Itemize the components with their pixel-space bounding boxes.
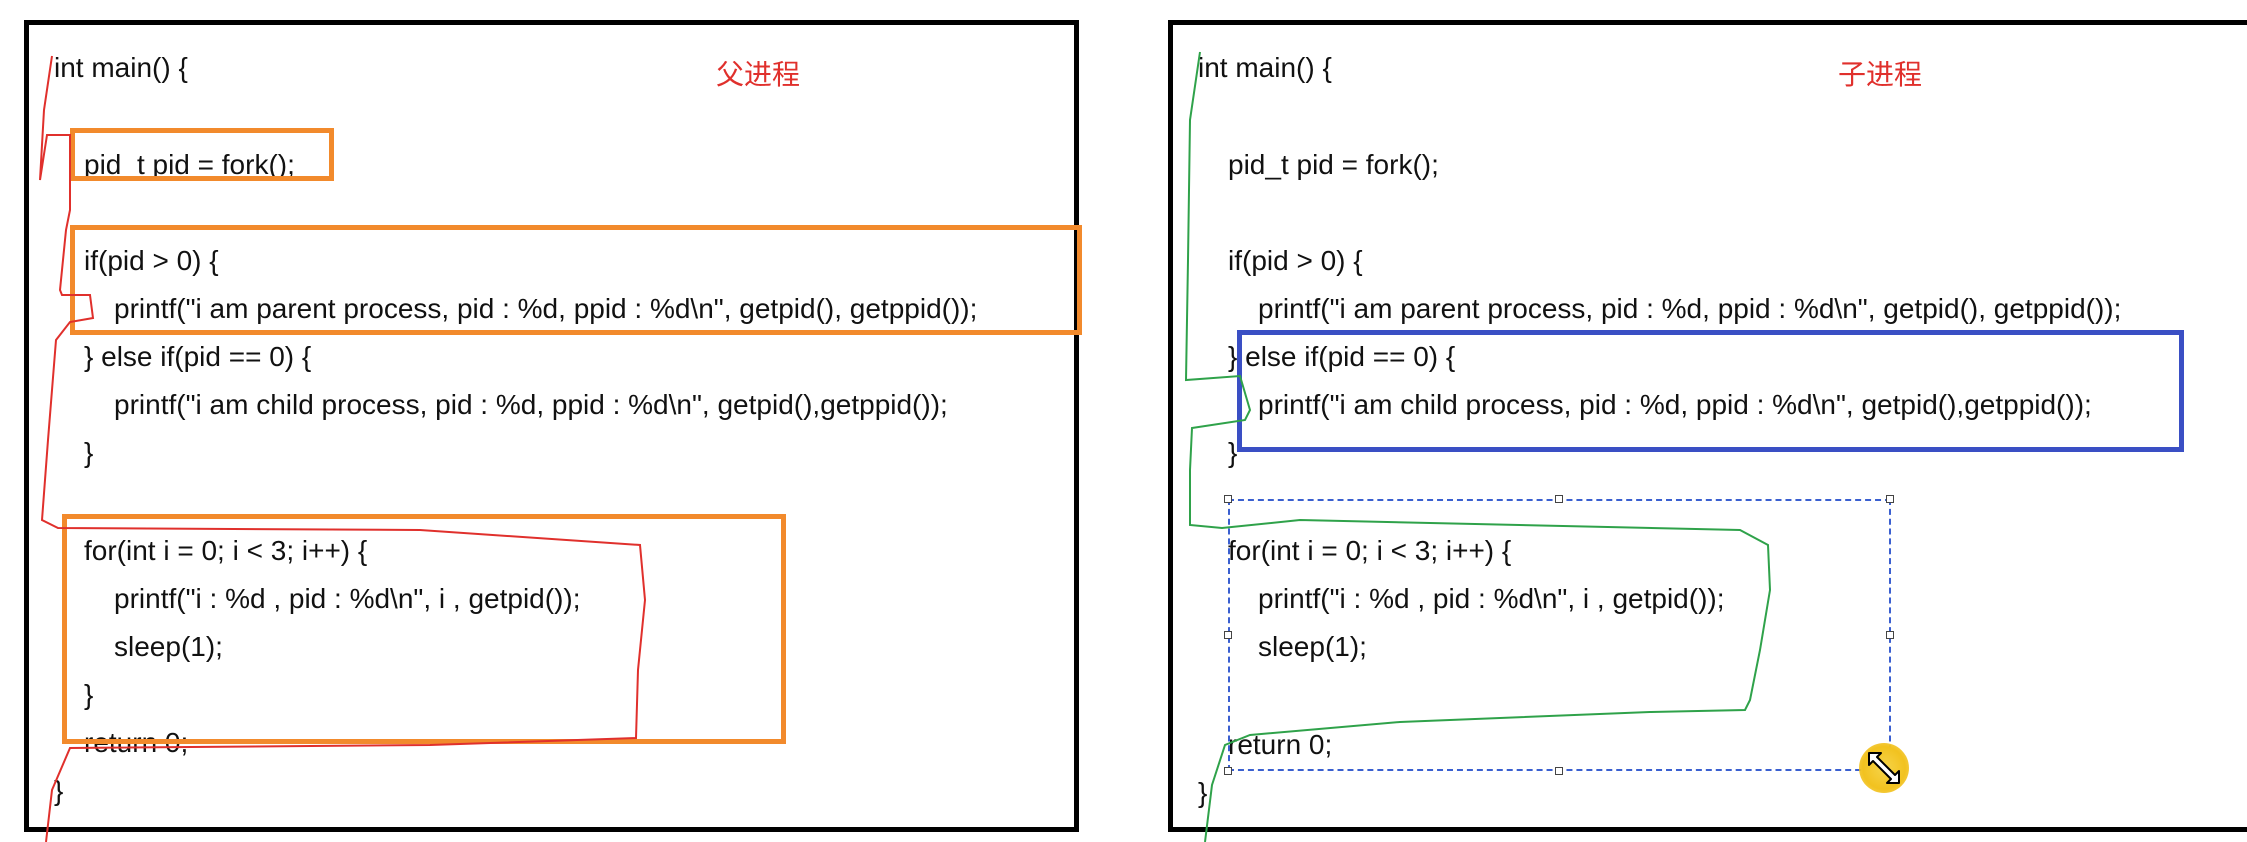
code-line: printf("i am child process, pid : %d, pp… (114, 389, 948, 420)
fork-highlight-box (70, 128, 334, 181)
code-line: int main() { (1198, 52, 1332, 83)
code-line: int main() { (54, 52, 188, 83)
parent-branch-highlight-box (70, 225, 1082, 335)
code-line: } (1228, 437, 1238, 468)
child-branch-highlight-box (1237, 330, 2184, 452)
right-panel-title: 子进程 (1838, 59, 1923, 90)
code-line: } (84, 437, 94, 468)
resize-handle[interactable] (1886, 495, 1894, 503)
left-panel-title: 父进程 (716, 59, 801, 90)
resize-handle[interactable] (1555, 767, 1563, 775)
code-line: } (54, 775, 64, 806)
code-line: if(pid > 0) { (1228, 245, 1363, 276)
resize-handle[interactable] (1886, 631, 1894, 639)
code-line: } (1198, 777, 1208, 808)
code-line: printf("i am parent process, pid : %d, p… (1258, 293, 2122, 324)
resize-handle[interactable] (1224, 495, 1232, 503)
code-line: } else if(pid == 0) { (84, 341, 312, 372)
resize-handle[interactable] (1224, 631, 1232, 639)
resize-handle[interactable] (1224, 767, 1232, 775)
resize-diagonal-cursor-icon (1868, 752, 1900, 784)
code-line: pid_t pid = fork(); (1228, 149, 1439, 180)
loop-highlight-box (62, 514, 786, 744)
selection-rectangle[interactable] (1228, 499, 1891, 771)
resize-handle[interactable] (1555, 495, 1563, 503)
